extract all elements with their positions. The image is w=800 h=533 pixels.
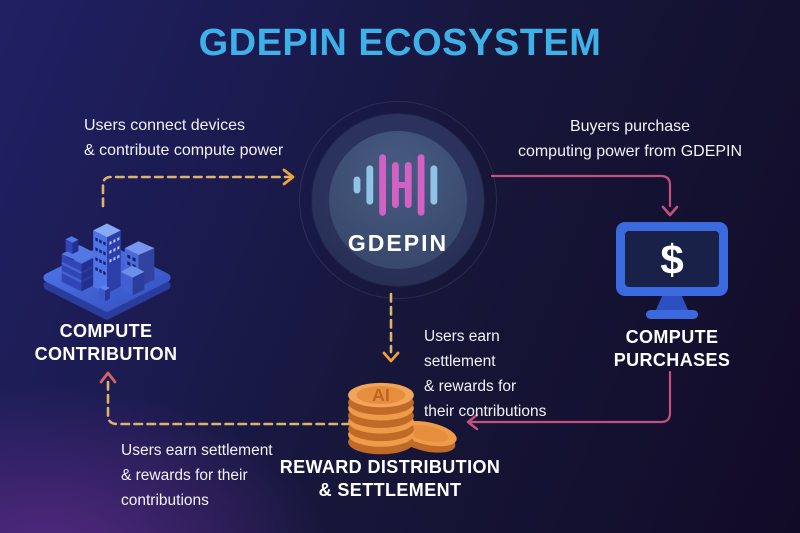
- annotation-earn-settlement-left: Users earn settlement & rewards for thei…: [121, 438, 273, 513]
- arrow-rewards-to-contribution: [106, 379, 352, 426]
- annotation-line: contributions: [121, 492, 209, 509]
- annotation-buyers-purchase: Buyers purchase computing power from GDE…: [500, 114, 760, 164]
- annotation-line: Users earn: [424, 328, 500, 345]
- arrow-hub-to-rewards-head: [382, 351, 400, 363]
- annotation-line: & rewards for their: [121, 467, 248, 484]
- annotation-connect-devices: Users connect devices & contribute compu…: [84, 113, 283, 163]
- annotation-line: Buyers purchase: [569, 118, 691, 135]
- hub-label: GDEPIN: [347, 229, 449, 256]
- label-line: & SETTLEMENT: [318, 480, 462, 500]
- compute-purchases-label: COMPUTE PURCHASES: [587, 326, 757, 372]
- arrow-hub-to-buyers-head: [661, 205, 679, 217]
- label-line: CONTRIBUTION: [34, 344, 178, 364]
- label-line: PURCHASES: [613, 350, 731, 370]
- arrow-devices-to-hub-head: [282, 168, 295, 186]
- annotation-line: computing power from GDEPIN: [517, 143, 743, 160]
- arrow-rewards-to-contribution-head: [99, 371, 117, 384]
- leaning-coin: [398, 421, 457, 453]
- page-title: GDEPIN ECOSYSTEM: [198, 22, 602, 64]
- coin-stack-icon: AI: [334, 364, 458, 460]
- annotation-line: settlement: [424, 353, 496, 370]
- gdepin-hub-inner: GDEPIN: [329, 131, 467, 269]
- annotation-line: their contributions: [424, 403, 547, 420]
- label-line: COMPUTE: [59, 321, 153, 341]
- city-buildings-icon: [38, 192, 176, 320]
- annotation-line: & rewards for: [424, 378, 517, 395]
- coin-ai-label: AI: [372, 385, 390, 405]
- annotation-line: Users connect devices: [84, 117, 245, 134]
- label-line: REWARD DISTRIBUTION: [279, 457, 501, 477]
- annotation-earn-settlement-center: Users earn settlement & rewards for thei…: [424, 324, 546, 424]
- monitor-dollar-icon: $: [610, 218, 734, 322]
- label-line: COMPUTE: [625, 327, 719, 347]
- waveform-logo-icon: [353, 153, 438, 216]
- reward-distribution-label: REWARD DISTRIBUTION & SETTLEMENT: [274, 456, 506, 502]
- annotation-line: Users earn settlement: [121, 442, 273, 459]
- compute-contribution-label: COMPUTE CONTRIBUTION: [0, 320, 212, 366]
- dollar-symbol: $: [660, 236, 683, 283]
- arrow-hub-to-buyers: [490, 174, 672, 208]
- gdepin-hub-node: GDEPIN: [299, 101, 497, 299]
- annotation-line: & contribute compute power: [84, 142, 284, 159]
